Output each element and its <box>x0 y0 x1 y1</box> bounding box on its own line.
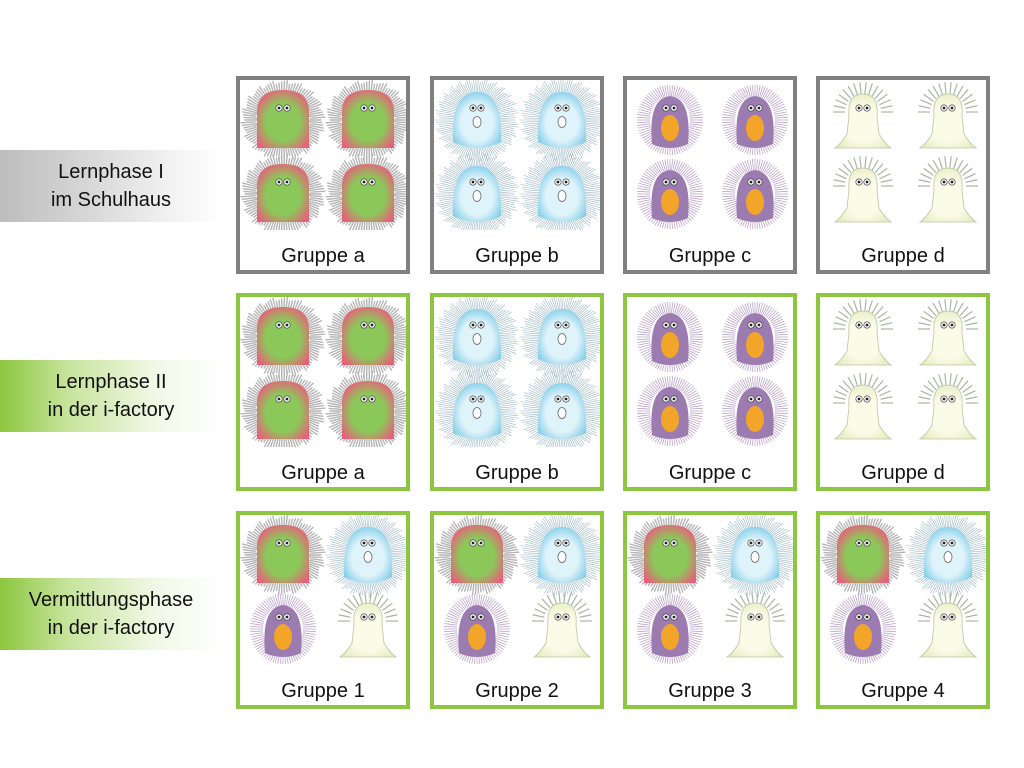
creatures-grid <box>240 515 406 664</box>
group-label: Gruppe 4 <box>861 680 945 702</box>
ghost-creature-icon <box>532 591 592 658</box>
purple-creature-icon <box>722 376 788 446</box>
purple-creature-icon <box>250 594 316 664</box>
spiky-blue-creature-icon <box>434 151 519 230</box>
fluffy-creature-icon <box>820 515 906 596</box>
group-box: Gruppe 2 <box>430 511 604 709</box>
fluffy-creature-icon <box>325 153 406 230</box>
creatures-grid <box>820 515 986 664</box>
group-label: Gruppe a <box>281 245 365 267</box>
phase-title: Lernphase I <box>58 161 164 183</box>
group-box: Gruppe 3 <box>623 511 797 709</box>
phase-label-3: Vermittlungsphase in der i-factory <box>0 578 222 650</box>
fluffy-creature-icon <box>325 297 406 378</box>
purple-creature-icon <box>830 594 896 664</box>
phase-label-2: Lernphase II in der i-factory <box>0 360 222 432</box>
phase-title: Lernphase II <box>55 371 167 393</box>
ghost-creature-icon <box>918 299 978 366</box>
phase-location: in der i-factory <box>47 399 175 421</box>
group-box: Gruppe 4 <box>816 511 990 709</box>
fluffy-creature-icon <box>240 515 326 596</box>
spiky-blue-creature-icon <box>519 80 600 163</box>
purple-creature-icon <box>637 376 703 446</box>
fluffy-creature-icon <box>325 370 406 447</box>
phase-location: im Schulhaus <box>50 189 172 211</box>
group-label: Gruppe 2 <box>475 680 559 702</box>
spiky-blue-creature-icon <box>519 368 600 447</box>
spiky-blue-creature-icon <box>712 515 793 598</box>
group-box: Gruppe d <box>816 293 990 491</box>
group-box: Gruppe c <box>623 293 797 491</box>
group-box: Gruppe d <box>816 76 990 274</box>
fluffy-creature-icon <box>434 515 520 596</box>
ghost-creature-icon <box>918 156 978 223</box>
phase-title: Vermittlungsphase <box>28 589 194 611</box>
fluffy-creature-icon <box>240 370 326 447</box>
group-box: Gruppe b <box>430 293 604 491</box>
group-box: Gruppe b <box>430 76 604 274</box>
fluffy-creature-icon <box>240 297 326 378</box>
group-label: Gruppe b <box>475 462 559 484</box>
group-label: Gruppe d <box>861 462 945 484</box>
fluffy-creature-icon <box>627 515 713 596</box>
group-box: Gruppe a <box>236 76 410 274</box>
purple-creature-icon <box>637 302 703 372</box>
ghost-creature-icon <box>833 82 893 149</box>
creatures-grid <box>833 299 978 440</box>
spiky-blue-creature-icon <box>434 297 519 380</box>
group-label: Gruppe c <box>668 245 752 267</box>
group-label: Gruppe c <box>668 462 752 484</box>
purple-creature-icon <box>637 85 703 155</box>
creatures-grid <box>637 302 788 446</box>
ghost-creature-icon <box>918 591 978 658</box>
spiky-blue-creature-icon <box>519 151 600 230</box>
group-label: Gruppe b <box>475 245 559 267</box>
spiky-blue-creature-icon <box>519 297 600 380</box>
group-box: Gruppe 1 <box>236 511 410 709</box>
spiky-blue-creature-icon <box>325 515 406 598</box>
group-label: Gruppe a <box>281 462 365 484</box>
fluffy-creature-icon <box>325 80 406 161</box>
creatures-grid <box>833 82 978 223</box>
creatures-grid <box>434 80 600 230</box>
phase-label-1: Lernphase I im Schulhaus <box>0 150 222 222</box>
purple-creature-icon <box>637 159 703 229</box>
ghost-creature-icon <box>725 591 785 658</box>
ghost-creature-icon <box>833 299 893 366</box>
group-box: Gruppe c <box>623 76 797 274</box>
ghost-creature-icon <box>918 82 978 149</box>
purple-creature-icon <box>722 85 788 155</box>
creatures-grid <box>434 297 600 447</box>
group-label: Gruppe 1 <box>281 680 365 702</box>
spiky-blue-creature-icon <box>434 80 519 163</box>
ghost-creature-icon <box>833 373 893 440</box>
purple-creature-icon <box>444 594 510 664</box>
purple-creature-icon <box>637 594 703 664</box>
ghost-creature-icon <box>918 373 978 440</box>
creatures-grid <box>627 515 793 664</box>
group-label: Gruppe 3 <box>668 680 752 702</box>
spiky-blue-creature-icon <box>519 515 600 598</box>
fluffy-creature-icon <box>240 80 326 161</box>
purple-creature-icon <box>722 159 788 229</box>
creatures-grid <box>240 80 406 230</box>
creatures-grid <box>240 297 406 447</box>
spiky-blue-creature-icon <box>434 368 519 447</box>
group-label: Gruppe d <box>861 245 945 267</box>
spiky-blue-creature-icon <box>905 515 986 598</box>
ghost-creature-icon <box>833 156 893 223</box>
creatures-grid <box>434 515 600 664</box>
ghost-creature-icon <box>338 591 398 658</box>
phase-location: in der i-factory <box>47 617 175 639</box>
fluffy-creature-icon <box>240 153 326 230</box>
creatures-grid <box>637 85 788 229</box>
group-box: Gruppe a <box>236 293 410 491</box>
purple-creature-icon <box>722 302 788 372</box>
